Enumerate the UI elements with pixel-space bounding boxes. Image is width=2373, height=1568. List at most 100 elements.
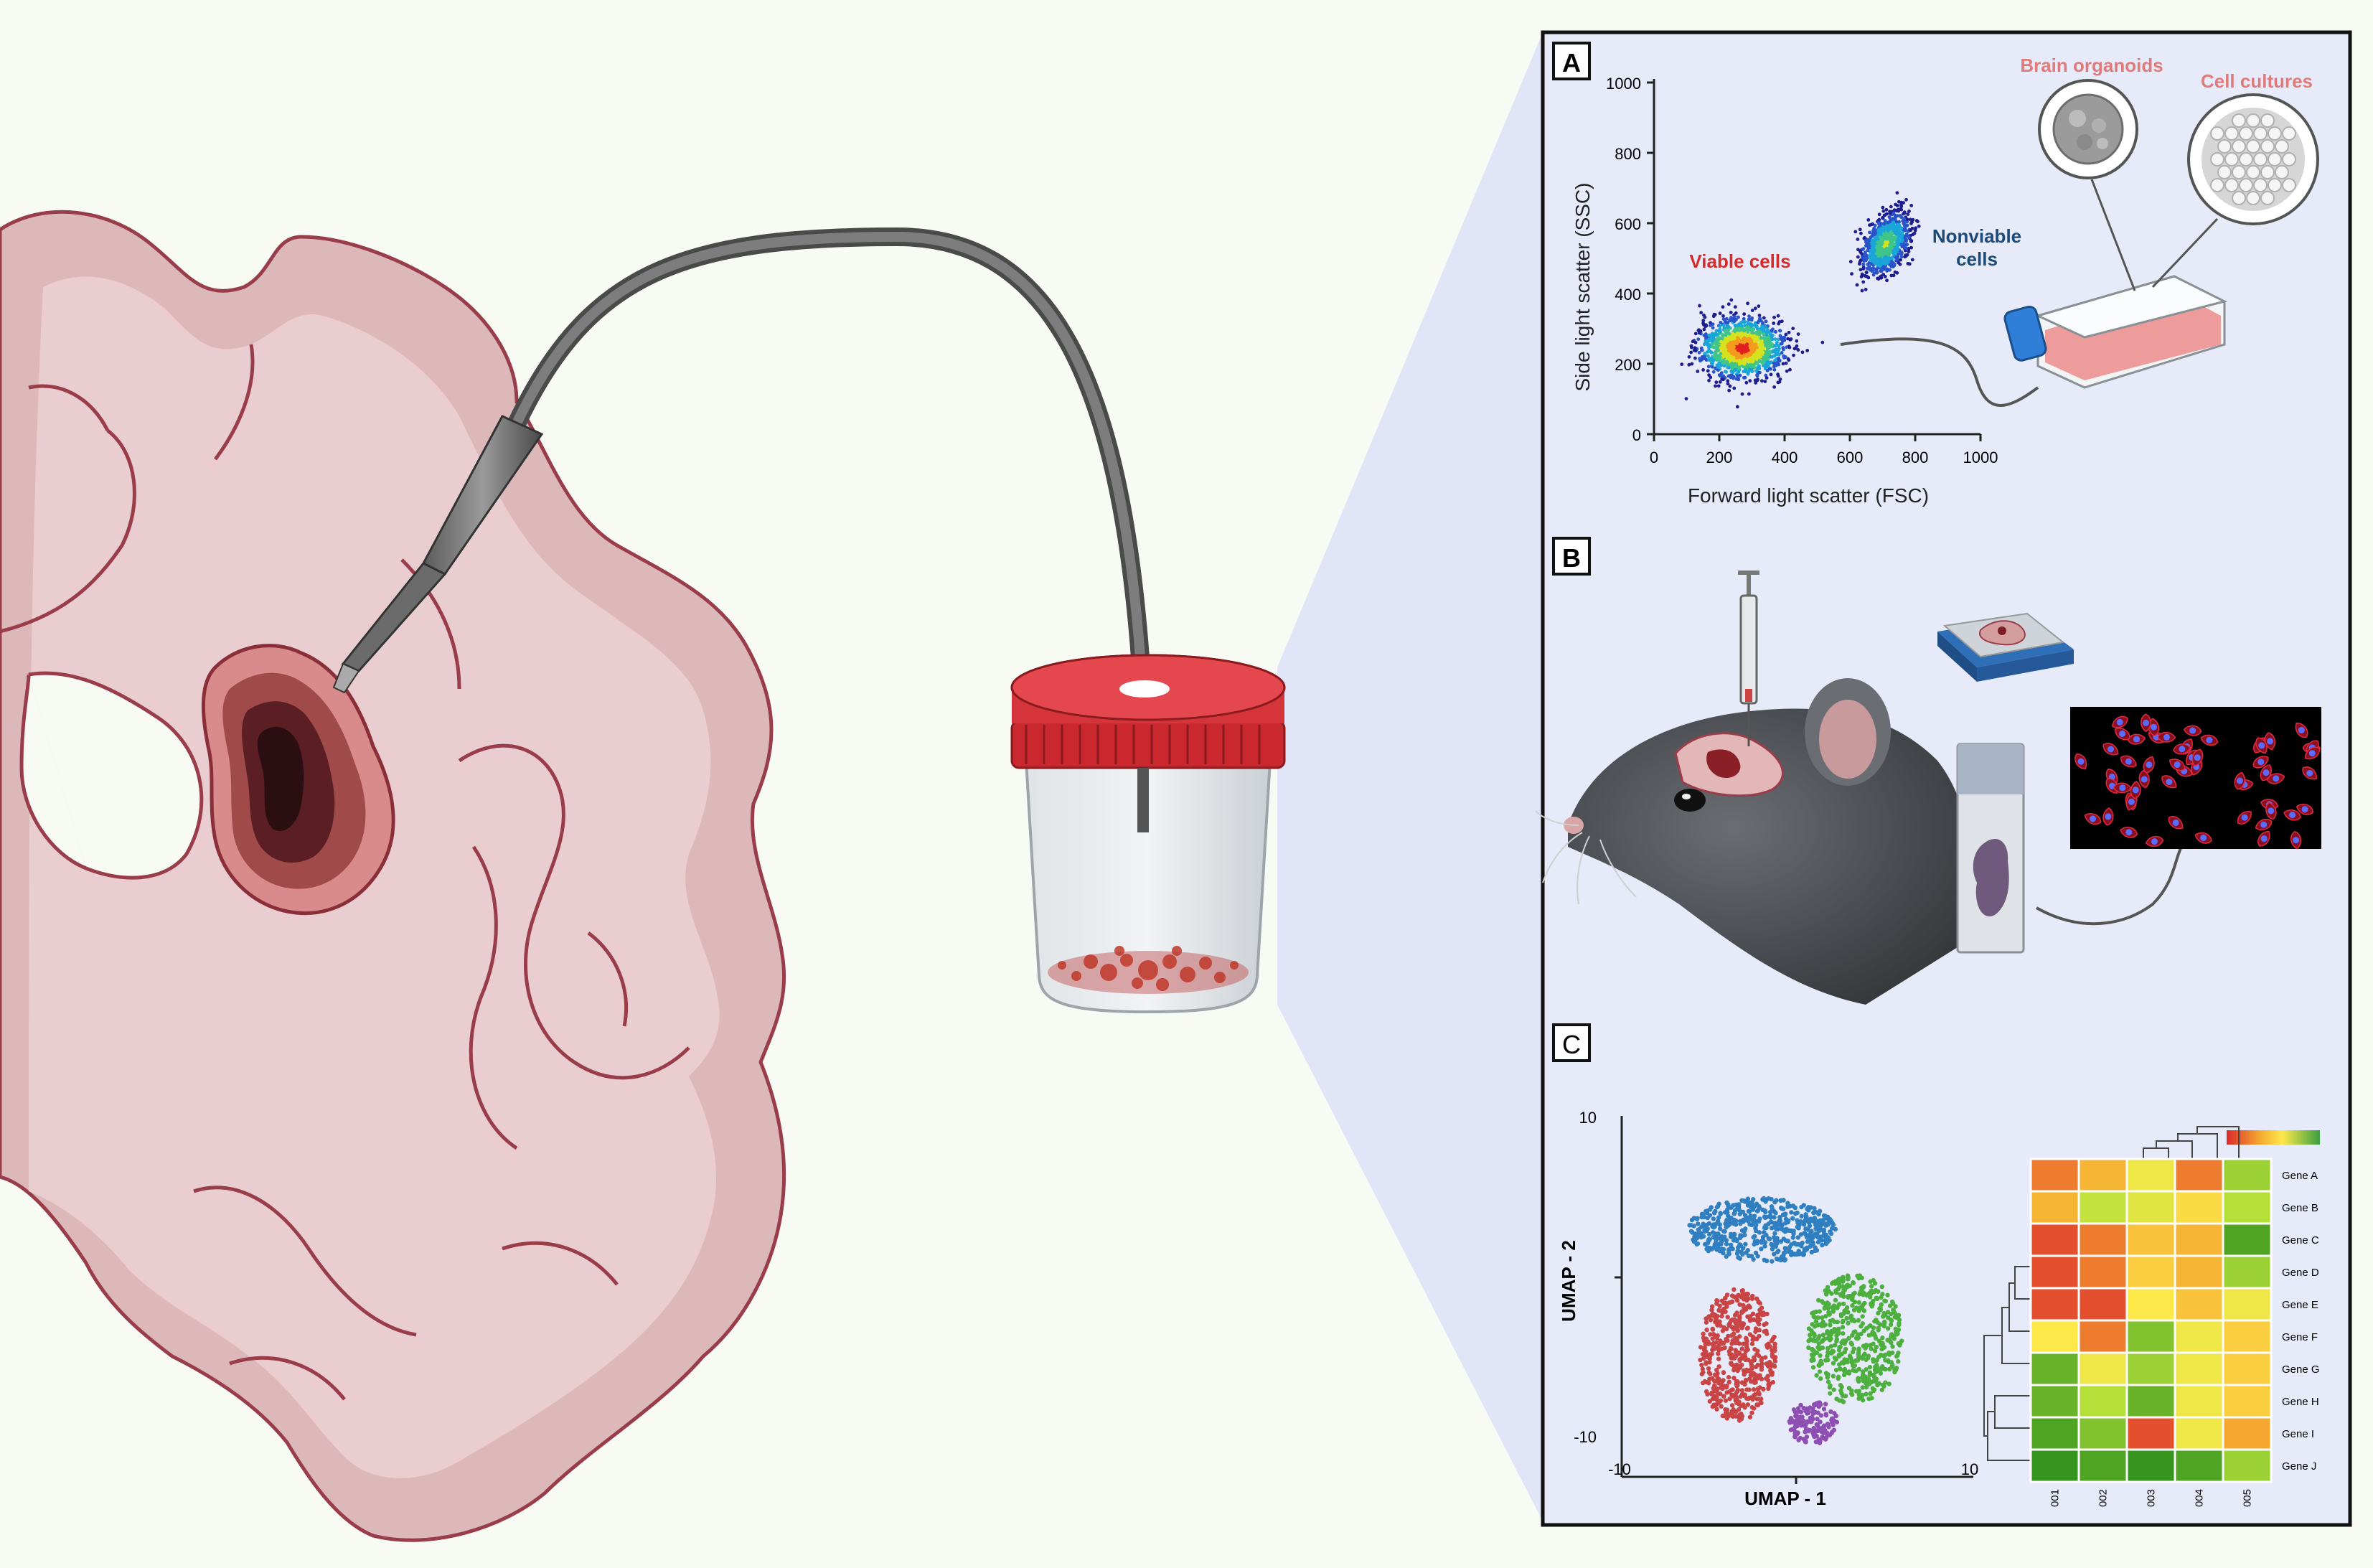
umap-point	[1715, 1313, 1720, 1319]
umap-point	[1826, 1289, 1832, 1294]
umap-point	[1745, 1325, 1750, 1330]
flow-ytick-4: 800	[1615, 145, 1641, 163]
umap-point	[1840, 1393, 1846, 1399]
flow-event	[1721, 348, 1725, 352]
flow-event	[1770, 329, 1774, 332]
umap-point	[1790, 1418, 1795, 1423]
umap-point	[1713, 1208, 1718, 1214]
flow-event	[1912, 231, 1917, 235]
flow-event	[1763, 380, 1767, 383]
umap-point	[1730, 1414, 1735, 1419]
umap-point	[1714, 1407, 1719, 1412]
heatmap-row-label: Gene G	[2282, 1363, 2320, 1376]
heatmap-col-label: 004	[2194, 1489, 2206, 1507]
umap-point	[1711, 1216, 1716, 1221]
umap-point	[1704, 1327, 1709, 1333]
umap-point	[1729, 1387, 1734, 1393]
flow-event	[1737, 359, 1741, 363]
flow-event	[1861, 280, 1866, 284]
umap-point	[1753, 1364, 1759, 1369]
umap-point	[1715, 1386, 1720, 1391]
flow-event	[1721, 323, 1726, 327]
umap-point	[1865, 1356, 1871, 1361]
flow-event	[1888, 220, 1892, 224]
flow-event	[1883, 274, 1887, 278]
umap-point	[1716, 1308, 1721, 1313]
flow-event	[1855, 283, 1859, 287]
umap-point	[1833, 1288, 1838, 1293]
flow-event	[1860, 288, 1864, 293]
umap-point	[1780, 1254, 1786, 1259]
umap-point	[1762, 1225, 1767, 1231]
umap-point	[1823, 1402, 1828, 1407]
flow-event	[1759, 336, 1763, 340]
umap-point	[1815, 1410, 1820, 1415]
umap-point	[1751, 1371, 1756, 1376]
umap-point	[1765, 1374, 1770, 1379]
flow-event	[1878, 235, 1882, 239]
umap-point	[1744, 1297, 1749, 1303]
umap-point	[1869, 1302, 1874, 1308]
umap-point	[1763, 1209, 1768, 1215]
flow-event	[1719, 352, 1723, 356]
flow-event	[1864, 257, 1869, 261]
flow-event	[1763, 340, 1767, 344]
umap-point	[1731, 1211, 1737, 1216]
heatmap-cell	[2174, 1448, 2224, 1483]
flow-event	[1867, 265, 1871, 269]
umap-point	[1736, 1245, 1741, 1250]
flow-event	[1718, 324, 1722, 329]
microscopy-image	[2070, 707, 2321, 850]
heatmap-col-label: 001	[2049, 1489, 2062, 1507]
panel-b-letter: B	[1562, 543, 1581, 573]
umap-point	[1825, 1350, 1831, 1355]
umap-point	[1888, 1322, 1894, 1328]
umap-point	[1700, 1366, 1706, 1371]
heatmap-cell	[2174, 1416, 2224, 1451]
umap-point	[1768, 1364, 1773, 1369]
umap-point	[1731, 1231, 1737, 1237]
umap-point	[1731, 1331, 1737, 1336]
flow-event	[1759, 331, 1763, 334]
umap-point	[1739, 1295, 1744, 1300]
flow-event	[1724, 361, 1729, 365]
umap-point	[1755, 1402, 1761, 1408]
umap-point	[1833, 1413, 1839, 1419]
flow-event	[1781, 362, 1785, 366]
flow-event	[1885, 278, 1889, 283]
flow-event	[1881, 227, 1884, 231]
flow-event	[1733, 305, 1737, 309]
umap-point	[1811, 1314, 1816, 1319]
umap-point	[1715, 1319, 1720, 1324]
umap-point	[1724, 1209, 1730, 1215]
flow-event	[1767, 362, 1772, 366]
umap-point	[1833, 1297, 1838, 1303]
umap-point	[1723, 1398, 1729, 1403]
flow-ytick-3: 600	[1615, 215, 1641, 233]
flow-event	[1774, 363, 1778, 367]
umap-point	[1714, 1297, 1719, 1303]
flow-event	[1701, 368, 1706, 372]
umap-point	[1889, 1332, 1894, 1337]
flow-event	[1901, 245, 1905, 248]
flow-event	[1726, 343, 1730, 347]
flow-event	[1757, 355, 1761, 360]
umap-point	[1782, 1211, 1788, 1216]
umap-point	[1782, 1249, 1787, 1255]
umap-point	[1765, 1345, 1770, 1350]
flow-event	[1889, 217, 1892, 221]
heatmap-cell	[2125, 1222, 2176, 1257]
tissue-slide-icon	[1956, 743, 2025, 954]
umap-point	[1850, 1333, 1855, 1338]
flow-event	[1704, 332, 1708, 336]
heatmap-cell	[2029, 1319, 2080, 1354]
flow-event	[1859, 268, 1863, 272]
flow-event	[1699, 358, 1704, 362]
umap-point	[1873, 1287, 1879, 1293]
flow-event	[1690, 362, 1694, 366]
umap-point	[1840, 1325, 1846, 1330]
umap-point	[1743, 1348, 1749, 1354]
umap-point	[1687, 1223, 1692, 1228]
heatmap-cell	[2125, 1190, 2176, 1225]
